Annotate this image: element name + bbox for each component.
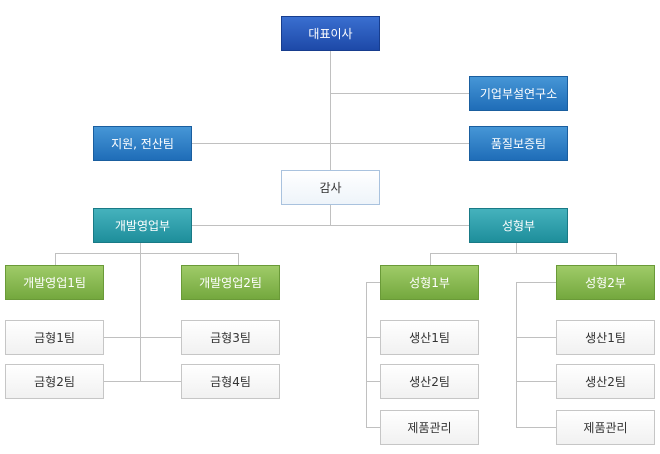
node-sales-dept: 개발영업부 xyxy=(93,208,192,243)
node-molding-dept: 성형부 xyxy=(469,208,568,243)
node-molding-div-1: 성형1부 xyxy=(380,265,479,300)
node-div1-product-mgmt: 제품관리 xyxy=(380,410,479,445)
node-mold-team-1: 금형1팀 xyxy=(5,320,104,355)
node-support-team: 지원, 전산팀 xyxy=(93,126,192,161)
node-sales-team-1: 개발영업1팀 xyxy=(5,265,104,300)
node-div1-production-1: 생산1팀 xyxy=(380,320,479,355)
node-div2-production-1: 생산1팀 xyxy=(556,320,655,355)
node-div2-product-mgmt: 제품관리 xyxy=(556,410,655,445)
node-research-institute: 기업부설연구소 xyxy=(469,76,568,111)
node-mold-team-4: 금형4팀 xyxy=(181,364,280,399)
node-molding-div-2: 성형2부 xyxy=(556,265,655,300)
node-div1-production-2: 생산2팀 xyxy=(380,364,479,399)
node-quality-team: 품질보증팀 xyxy=(469,126,568,161)
node-ceo: 대표이사 xyxy=(281,16,380,51)
node-mold-team-3: 금형3팀 xyxy=(181,320,280,355)
node-mold-team-2: 금형2팀 xyxy=(5,364,104,399)
node-div2-production-2: 생산2팀 xyxy=(556,364,655,399)
node-audit: 감사 xyxy=(281,170,380,205)
node-sales-team-2: 개발영업2팀 xyxy=(181,265,280,300)
